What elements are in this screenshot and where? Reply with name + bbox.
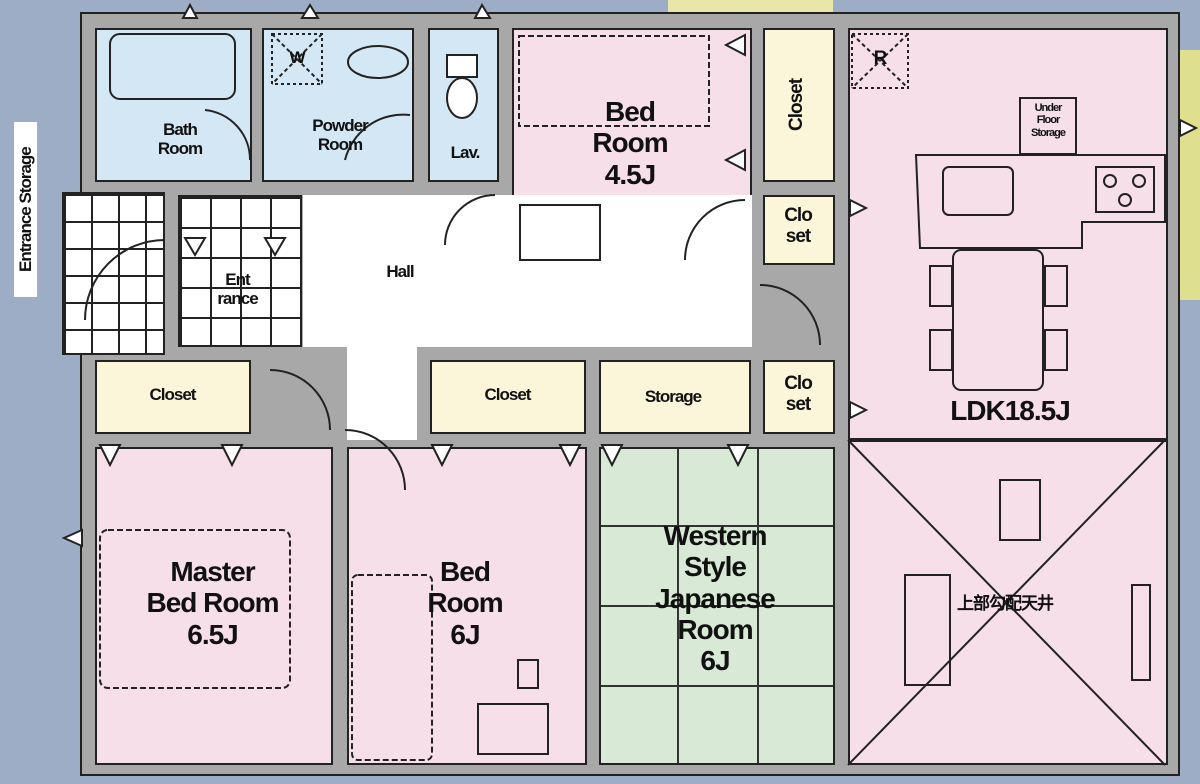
floor-plan [80, 12, 1180, 776]
hall [303, 195, 752, 347]
window-markers [61, 2, 1199, 548]
hall-extension [347, 344, 417, 440]
japanese-room-label: Western Style Japanese Room 6J [655, 520, 776, 677]
entrance-storage-label: Entrance Storage [14, 122, 38, 297]
dining-table [952, 249, 1044, 391]
powder-room [262, 28, 414, 182]
kitchen-sink [942, 166, 1014, 216]
chair [517, 659, 539, 689]
bed-frame-south [351, 574, 433, 761]
lav-label: Lav. [450, 143, 481, 162]
powder-room-label: Powder Room [312, 116, 368, 155]
bathtub [109, 33, 236, 100]
storage [599, 360, 751, 434]
bed-frame-master [99, 529, 291, 689]
bed-frame-north [518, 35, 710, 127]
master-bed-room-label: Master Bed Room 6.5J [146, 556, 280, 650]
bath-door [204, 109, 252, 161]
washer-mark: W [289, 48, 305, 67]
desk-north [519, 204, 601, 261]
sink [347, 45, 409, 79]
japanese-room [599, 447, 835, 765]
ldk-label: LDK18.5J [950, 395, 1071, 426]
closet-north [763, 28, 835, 182]
hall-label: Hall [386, 262, 414, 281]
closet-small-2 [763, 360, 835, 434]
fridge-mark: R [873, 48, 888, 69]
yellow-exterior-right [1180, 50, 1200, 300]
entrance-storage [62, 192, 165, 355]
storage-label: Storage [644, 387, 702, 406]
closet-north-label: Closet [786, 78, 807, 132]
washer-box [271, 33, 323, 85]
skylight [999, 479, 1041, 541]
closet-master [95, 360, 251, 434]
closet-mid [430, 360, 586, 434]
stove [1095, 166, 1155, 213]
powder-door [344, 113, 411, 161]
kitchen-counter [914, 154, 1166, 249]
bed-room-4-5j-label: Bed Room 4.5J [592, 96, 668, 190]
bath-room-label: Bath Room [157, 120, 203, 159]
yellow-exterior-top [668, 0, 833, 14]
entrance-label: Ent rance [217, 270, 258, 309]
closet-small-1-label: Clo set [784, 205, 813, 248]
atrium-label: 上部勾配天井 [957, 594, 1054, 613]
desk [477, 703, 549, 755]
fridge-box [851, 33, 909, 89]
bed-room-6j-label: Bed Room 6J [427, 556, 503, 650]
master-bed-room [95, 447, 333, 765]
closet-mid-label: Closet [484, 385, 532, 404]
under-floor-storage-label: Under Floor Storage [1031, 102, 1066, 139]
entrance [178, 195, 302, 347]
closet-small-2-label: Clo set [784, 373, 813, 416]
toilet [446, 77, 478, 119]
closet-small-1 [763, 195, 835, 265]
closet-master-label: Closet [149, 385, 197, 404]
